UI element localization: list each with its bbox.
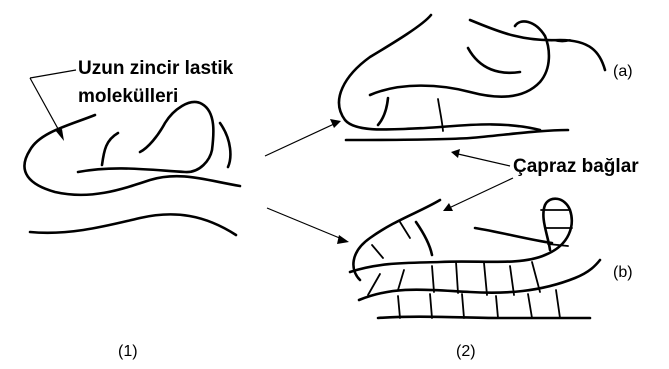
transition-arrow-a [265, 119, 341, 156]
long-chain-label-line2: molekülleri [78, 86, 178, 107]
transition-arrow-b [267, 208, 349, 244]
crosslinks-pointer-b [443, 178, 513, 211]
crosslinks-pointer-a [451, 149, 510, 166]
crosslinks-label: Çapraz bağlar [513, 156, 639, 177]
state-1-label: (1) [118, 343, 138, 360]
variant-a-label: (a) [613, 63, 633, 80]
state-2-label: (2) [456, 343, 476, 360]
crosslinked-network-b [350, 199, 600, 318]
uncrosslinked-molecules [24, 102, 240, 235]
long-chain-label-line1: Uzun zincir lastik [78, 58, 234, 79]
crosslinked-network-a [339, 15, 605, 140]
variant-b-label: (b) [613, 264, 633, 281]
